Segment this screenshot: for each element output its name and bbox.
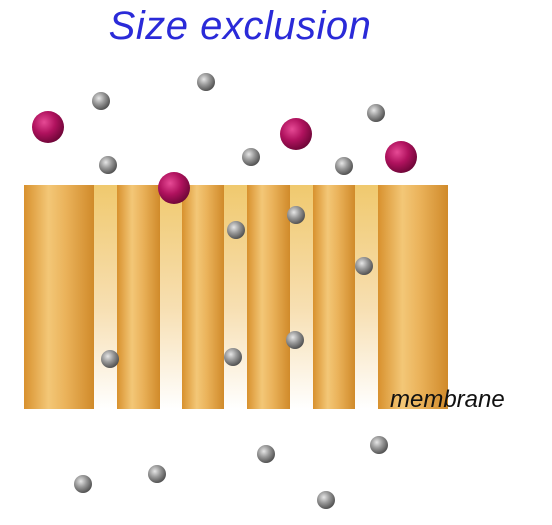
membrane-column [313, 185, 355, 409]
membrane-column [378, 185, 448, 409]
small-particle-icon [335, 157, 353, 175]
small-particle-icon [257, 445, 275, 463]
membrane-column [247, 185, 290, 409]
membrane [24, 185, 448, 409]
small-particle-icon [286, 331, 304, 349]
membrane-column [182, 185, 224, 409]
small-particle-icon [227, 221, 245, 239]
small-particle-icon [224, 348, 242, 366]
small-particle-icon [370, 436, 388, 454]
small-particle-icon [92, 92, 110, 110]
large-particle-icon [385, 141, 417, 173]
small-particle-icon [367, 104, 385, 122]
small-particle-icon [317, 491, 335, 509]
large-particle-icon [158, 172, 190, 204]
small-particle-icon [197, 73, 215, 91]
small-particle-icon [101, 350, 119, 368]
small-particles [74, 73, 388, 509]
membrane-column [24, 185, 94, 409]
large-particle-icon [32, 111, 64, 143]
small-particle-icon [148, 465, 166, 483]
small-particle-icon [287, 206, 305, 224]
large-particle-icon [280, 118, 312, 150]
membrane-label: membrane [390, 386, 505, 413]
small-particle-icon [99, 156, 117, 174]
large-particles [32, 111, 417, 204]
small-particle-icon [74, 475, 92, 493]
diagram-title: Size exclusion [108, 4, 372, 48]
membrane-column [117, 185, 160, 409]
small-particle-icon [242, 148, 260, 166]
small-particle-icon [355, 257, 373, 275]
